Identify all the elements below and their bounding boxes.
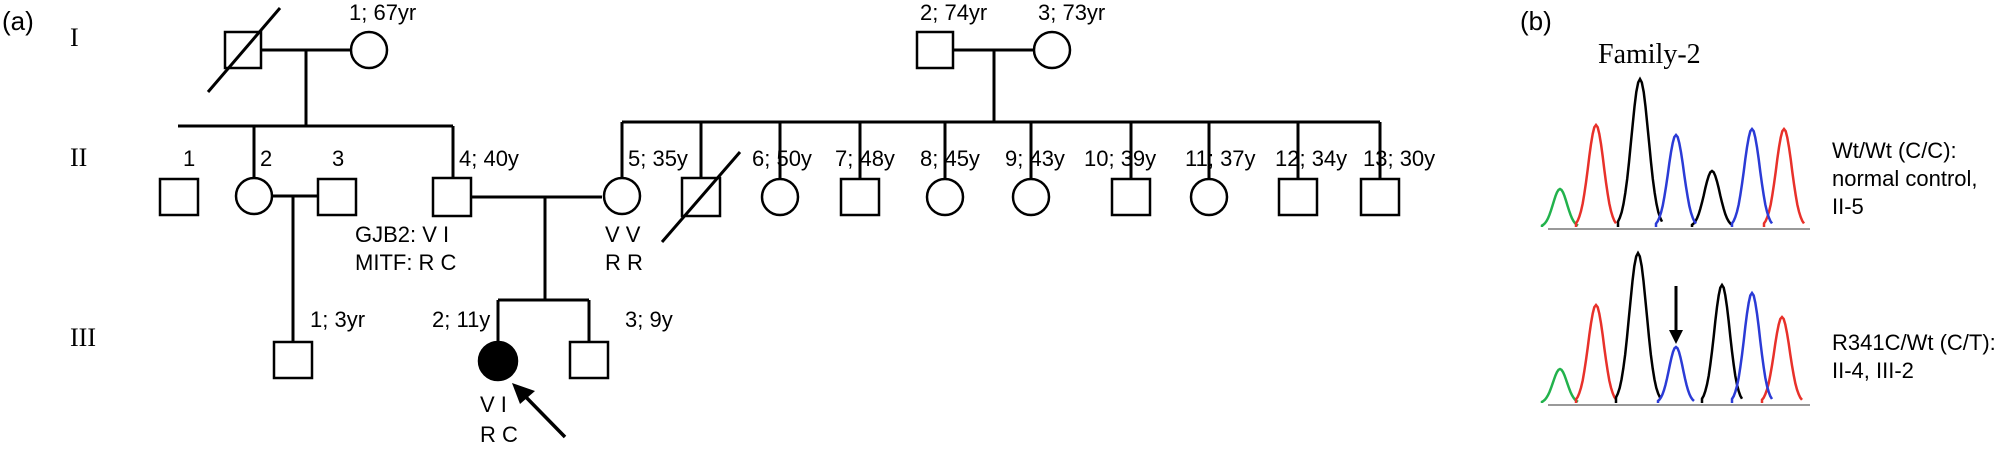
label-ii-9: 9; 43y [1005, 146, 1065, 171]
genotype-ii-5-mitf: R R [605, 250, 643, 275]
label-ii-3: 3 [332, 146, 344, 171]
label-ii-6: 6; 50y [752, 146, 812, 171]
pedigree-ii-2-female [234, 176, 274, 216]
pedigree-i-3-female [1032, 30, 1072, 70]
genotype-iii-2-gjb2: V I [480, 392, 507, 417]
pedigree-ii-12-female [1189, 177, 1229, 217]
label-ii-7: 7; 48y [835, 146, 895, 171]
label-iii-2: 2; 11y [432, 307, 490, 332]
label-i-1: 1; 67yr [349, 0, 416, 25]
pedigree-ii-7-female [760, 177, 800, 217]
chromatogram-trace-1 [1540, 76, 1810, 230]
pedigree-i-1-female [349, 30, 389, 70]
pedigree-ii-4-male [431, 176, 473, 218]
pedigree-iii-1-male [272, 340, 314, 380]
variant-arrow-icon [1669, 286, 1683, 344]
trace-1-label-genotype: Wt/Wt (C/C): [1832, 138, 1957, 163]
label-iii-3: 3; 9y [625, 307, 673, 332]
proband-arrow-icon [512, 383, 567, 439]
genotype-ii-5-gjb2: V V [605, 222, 641, 247]
deceased-slash [206, 7, 282, 93]
pedigree-ii-9-female [925, 177, 965, 217]
generation-label-i: I [70, 23, 79, 52]
pedigree-ii-5-female [602, 176, 642, 216]
pedigree-i-2-male [915, 30, 955, 70]
gen1-right-couple: 2; 74yr 3; 73yr [622, 0, 1380, 124]
chromatogram-trace-2 [1540, 250, 1810, 406]
panel-a-label: (a) [2, 6, 34, 36]
label-ii-11: 11; 37y [1185, 146, 1256, 171]
generation-label-iii: III [70, 323, 96, 352]
label-iii-1: 1; 3yr [310, 307, 365, 332]
genotype-ii-4-gjb2: GJB2: V I [355, 222, 449, 247]
trace-2-label-samples: II-4, III-2 [1832, 358, 1914, 383]
label-ii-5: 5; 35y [628, 146, 688, 171]
family-title: Family-2 [1598, 39, 1701, 70]
label-ii-10: 10; 39y [1084, 146, 1156, 171]
generation-label-ii: II [70, 143, 87, 172]
pedigree-iii-2-affected-female [477, 340, 519, 382]
trace-1-label-note: normal control, [1832, 166, 1978, 191]
label-i-3: 3; 73yr [1038, 0, 1105, 25]
label-ii-4: 4; 40y [459, 146, 519, 171]
label-ii-1: 1 [183, 146, 195, 171]
genotype-iii-2-mitf: R C [480, 422, 518, 447]
pedigree-ii-11-male [1110, 177, 1152, 217]
pedigree-ii-13-male [1277, 177, 1319, 217]
pedigree-ii-3-male [316, 177, 358, 217]
trace-2-label-genotype: R341C/Wt (C/T): [1832, 330, 1996, 355]
pedigree-iii-3-male [568, 340, 610, 380]
pedigree-ii-8-male [839, 177, 881, 217]
label-ii-8: 8; 45y [920, 146, 980, 171]
label-ii-2: 2 [260, 146, 272, 171]
label-ii-12: 12; 34y [1275, 146, 1347, 171]
label-ii-13: 13; 30y [1363, 146, 1435, 171]
genotype-ii-4-mitf: MITF: R C [355, 250, 457, 275]
gen1-left-couple: 1; 67yr [178, 0, 453, 128]
label-i-2: 2; 74yr [920, 0, 987, 25]
pedigree-ii-14-male [1359, 177, 1401, 217]
pedigree-ii-10-female [1011, 177, 1051, 217]
deceased-slash [660, 151, 742, 243]
panel-b-label: (b) [1520, 6, 1552, 36]
trace-1-label-sample: II-5 [1832, 194, 1864, 219]
pedigree-ii-1-male [158, 177, 200, 217]
